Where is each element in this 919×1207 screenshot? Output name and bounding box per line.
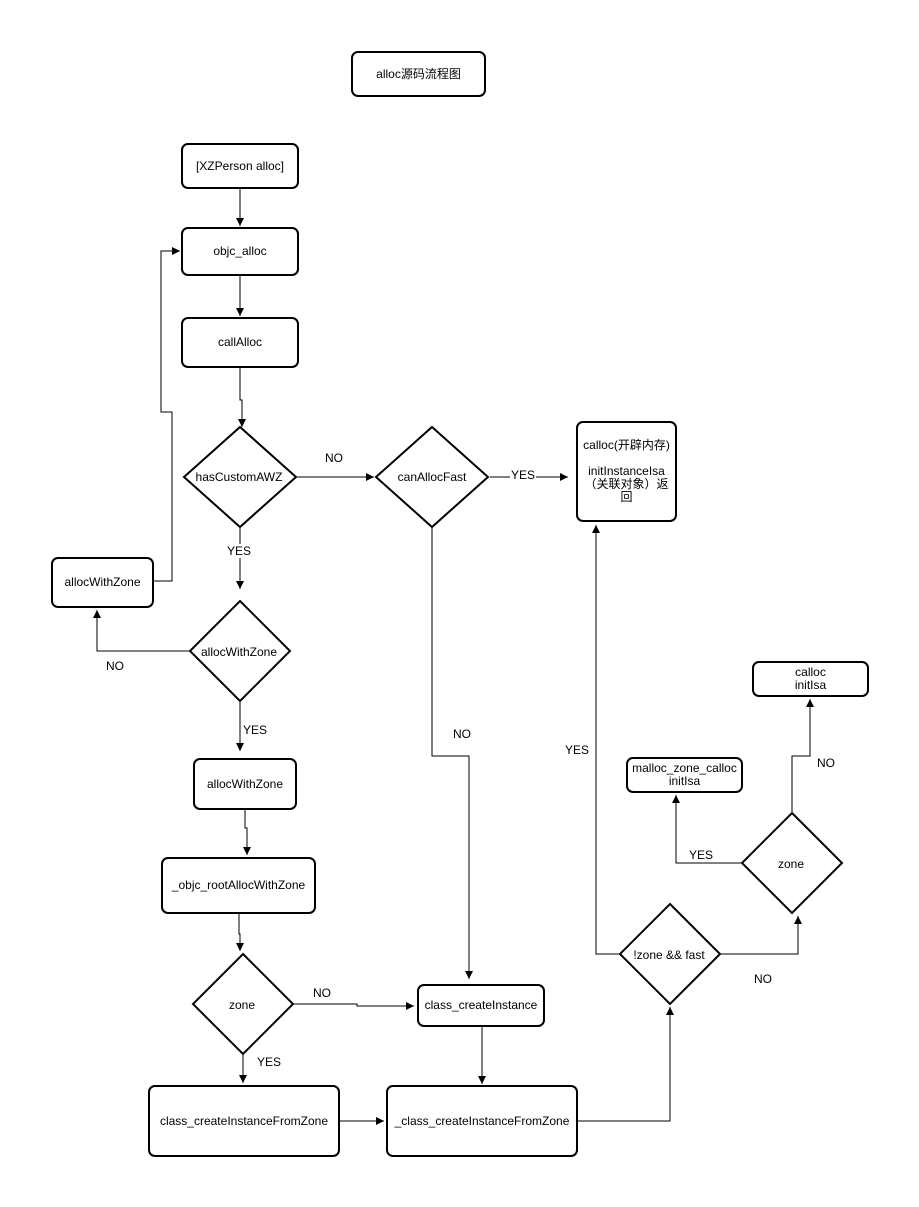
decision-zone-right [740,811,844,915]
edge-notzone-fast-to-calloc-block [592,525,620,955]
decision-notzone-fast [618,902,722,1006]
diagram-title: alloc源码流程图 [376,66,461,81]
edge-allocwithzone-left-to-objc-alloc [153,247,180,582]
edge-zone-left-to-class-createinstance [293,1002,414,1010]
node-class-createinstance: class_createInstance [417,984,545,1027]
edge-label-zone-left-yes: YES [256,1055,283,1069]
node-class-createinstancefromzone: class_createInstanceFromZone [148,1085,340,1157]
decision-zone-right-label: zone [777,857,805,871]
edge-allocwithzone-decision-to-allocwithzone-left [93,610,190,652]
edge-zone-right-to-calloc-initisa [791,699,814,813]
edge-label-allocwithzone-no: NO [105,659,125,673]
node-xzperson-alloc: [XZPerson alloc] [181,143,299,189]
edge-notzone-fast-to-zone-right [720,916,802,955]
edge-label-zone-right-no: NO [816,756,836,770]
edge-objc-rootallocwithzone-to-zone-left [236,914,244,951]
decision-hascustomawz [182,425,298,529]
decision-zone-left [191,952,295,1056]
node-objc-alloc: objc_alloc [181,227,299,276]
node-calloc-initisa: calloc initIsa [752,661,869,697]
edge-callalloc-to-hascustomawz [238,367,246,427]
edge-allocwithzone-mid-to-objc-rootallocwithzone [243,809,251,855]
decision-canallocfast-label: canAllocFast [397,470,467,484]
edge-label-notzone-fast-no: NO [753,972,773,986]
edge-label-notzone-fast-yes: YES [564,743,591,757]
node-_class-createinstancefromzone: _class_createInstanceFromZone [386,1085,578,1157]
edge-label-canallocfast-no: NO [452,727,472,741]
node-malloc-zone-calloc: malloc_zone_calloc initIsa [626,757,743,793]
decision-allocwithzone-label: allocWithZone [200,645,278,659]
title-box: alloc源码流程图 [351,51,486,97]
edge-canallocfast-to-class-createinstance [431,526,473,979]
edge-label-canallocfast-yes: YES [510,468,537,482]
decision-zone-left-label: zone [228,998,256,1012]
decision-hascustomawz-label: hasCustomAWZ [195,470,283,484]
edge-label-zone-right-yes: YES [688,848,715,862]
decision-canallocfast [374,425,490,529]
node-allocwithzone-left: allocWithZone [51,557,154,608]
edge-_class-createinstancefromzone-to-notzone-fast [577,1007,674,1122]
node-objc-rootallocwithzone: _objc_rootAllocWithZone [161,857,316,914]
edge-label-hascustomawz-no: NO [324,451,344,465]
decision-notzone-fast-label: !zone && fast [633,948,705,962]
edge-zone-right-to-malloc-zone-calloc [672,795,742,864]
decision-allocwithzone [188,599,292,703]
node-calloc-block: calloc(开辟内存) initInstanceIsa （关联对象）返 回 [576,421,677,522]
edge-label-zone-left-no: NO [312,986,332,1000]
edge-label-allocwithzone-yes: YES [242,723,269,737]
edge-label-hascustomawz-yes: YES [226,544,253,558]
node-allocwithzone-mid: allocWithZone [193,758,297,810]
node-callalloc: callAlloc [181,317,299,368]
